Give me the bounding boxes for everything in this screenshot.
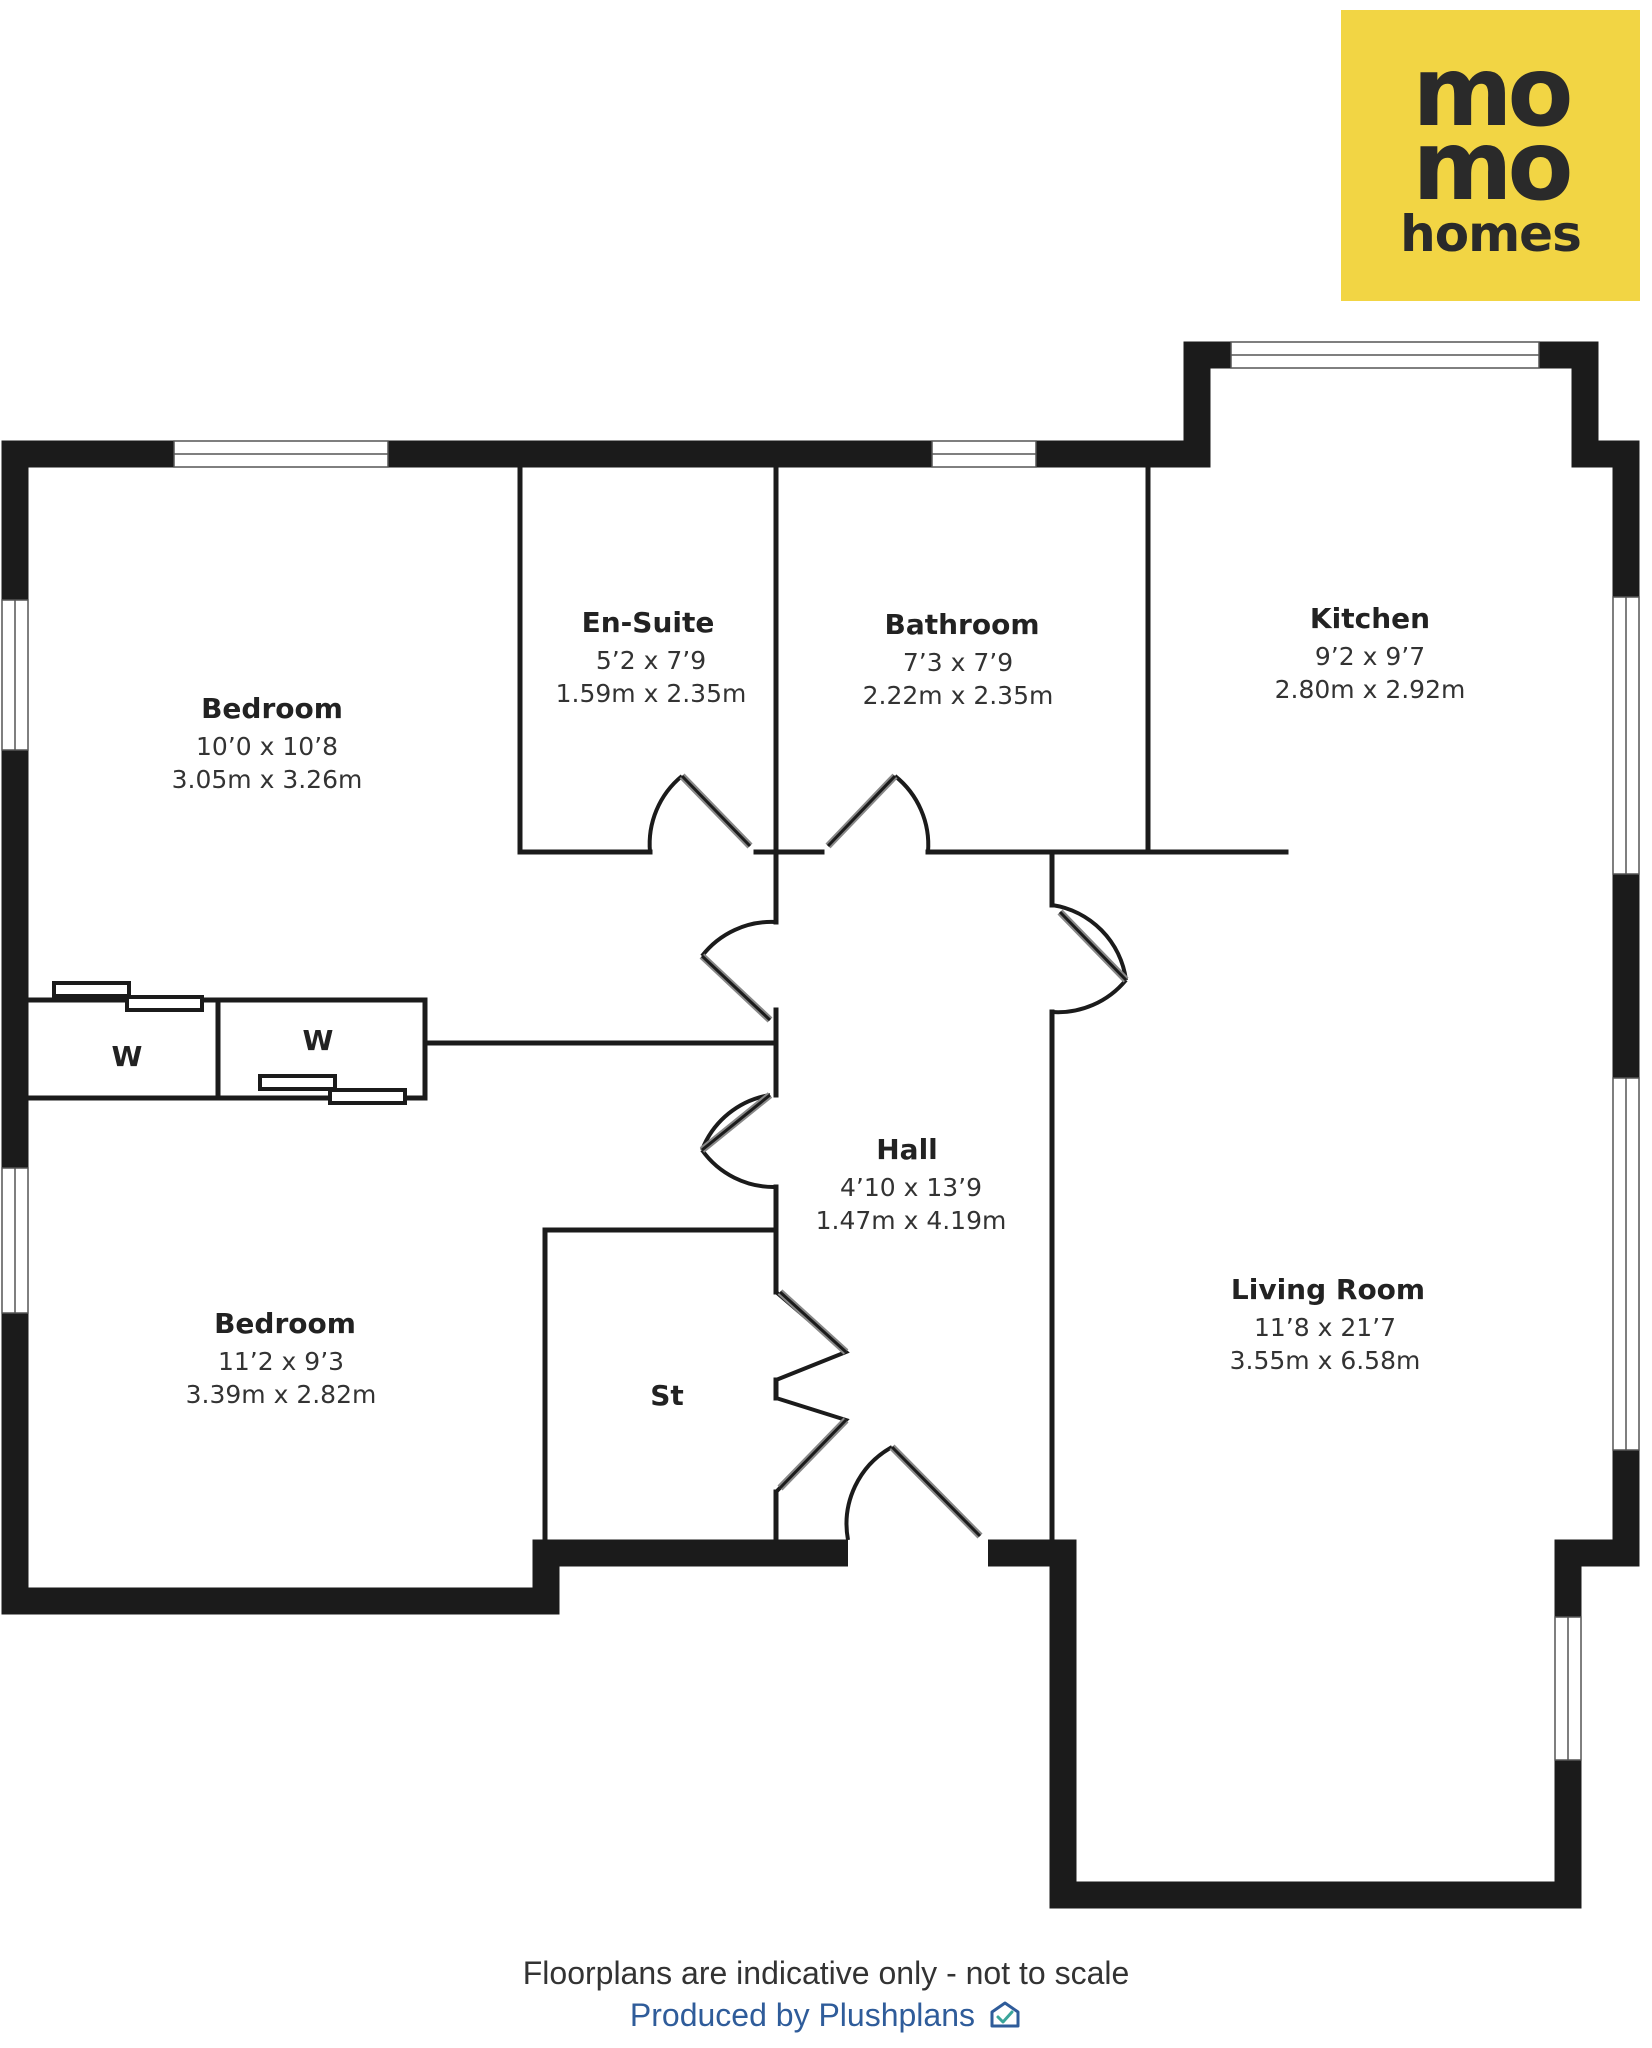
bedroom1-door bbox=[699, 919, 777, 1023]
kitchen-name: Kitchen bbox=[1310, 602, 1430, 635]
disclaimer-text: Floorplans are indicative only - not to … bbox=[522, 1955, 1130, 1991]
kitchen-imperial: 9’2 x 9’7 bbox=[1315, 642, 1425, 671]
bedroom2-metric: 3.39m x 2.82m bbox=[186, 1380, 377, 1409]
living-room-door bbox=[1051, 903, 1129, 1015]
logo-line-1: mo bbox=[1412, 36, 1574, 148]
bedroom1-imperial: 10’0 x 10’8 bbox=[196, 732, 338, 761]
hall-name: Hall bbox=[876, 1133, 938, 1166]
footer: Floorplans are indicative only - not to … bbox=[0, 1953, 1652, 2037]
entrance-gap bbox=[848, 1539, 988, 1567]
bedroom1-metric: 3.05m x 3.26m bbox=[172, 765, 363, 794]
ensuite-name: En-Suite bbox=[582, 606, 715, 639]
kitchen-metric: 2.80m x 2.92m bbox=[1275, 675, 1466, 704]
logo-line-3: homes bbox=[1400, 205, 1582, 263]
outer-walls bbox=[1, 341, 1640, 1909]
bedroom2-imperial: 11’2 x 9’3 bbox=[218, 1347, 344, 1376]
bathroom-imperial: 7’3 x 7’9 bbox=[903, 648, 1013, 677]
living-room-metric: 3.55m x 6.58m bbox=[1230, 1346, 1421, 1375]
living-room-name: Living Room bbox=[1231, 1273, 1425, 1306]
credit-line: Produced by Plushplans bbox=[0, 1993, 1652, 2037]
logo-line-2: mo bbox=[1412, 110, 1574, 222]
wardrobe1-label: W bbox=[112, 1040, 143, 1073]
hall-imperial: 4’10 x 13’9 bbox=[840, 1173, 982, 1202]
momo-homes-logo: mo mo homes bbox=[1341, 10, 1640, 301]
bathroom-metric: 2.22m x 2.35m bbox=[863, 681, 1054, 710]
living-room-imperial: 11’8 x 21’7 bbox=[1254, 1313, 1396, 1342]
hall-metric: 1.47m x 4.19m bbox=[816, 1206, 1007, 1235]
ensuite-metric: 1.59m x 2.35m bbox=[556, 679, 747, 708]
wardrobe2-label: W bbox=[303, 1024, 334, 1057]
store-label: St bbox=[650, 1379, 684, 1412]
bedroom1-name: Bedroom bbox=[201, 692, 343, 725]
ensuite-imperial: 5’2 x 7’9 bbox=[596, 646, 706, 675]
house-check-icon bbox=[988, 2000, 1022, 2034]
room-labels: Bedroom 10’0 x 10’8 3.05m x 3.26m En-Sui… bbox=[112, 602, 1466, 1412]
bedroom2-name: Bedroom bbox=[214, 1307, 356, 1340]
doors bbox=[647, 773, 1129, 1541]
interior-walls bbox=[27, 463, 1289, 1543]
bedroom2-door bbox=[699, 1092, 777, 1190]
bathroom-door bbox=[825, 773, 931, 853]
entrance-door bbox=[844, 1444, 983, 1541]
bathroom-name: Bathroom bbox=[884, 608, 1039, 641]
ensuite-door bbox=[647, 773, 753, 853]
plushplans-credit[interactable]: Produced by Plushplans bbox=[629, 1997, 975, 2033]
windows bbox=[1, 341, 1640, 1761]
wardrobe-doors bbox=[52, 981, 407, 1105]
store-doors bbox=[774, 1289, 850, 1494]
